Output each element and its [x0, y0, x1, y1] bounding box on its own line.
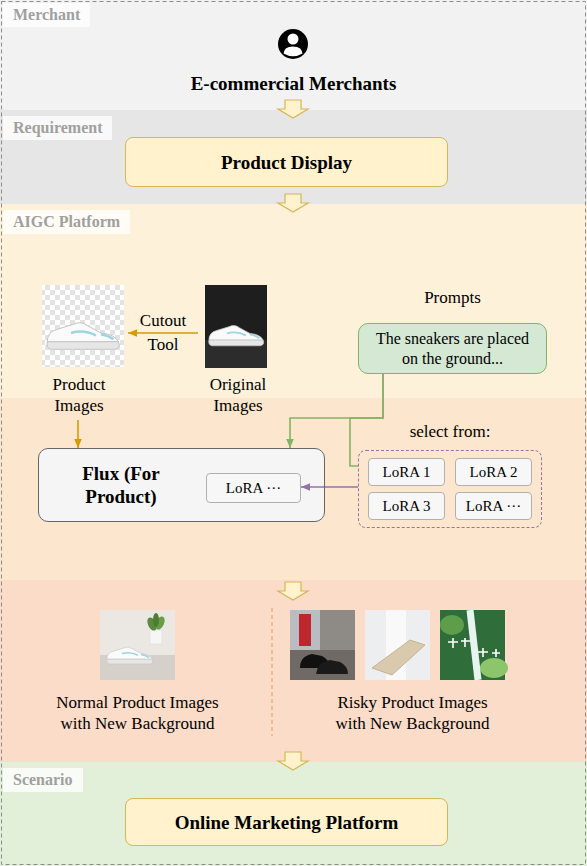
connector — [278, 752, 308, 770]
arrow-head — [128, 329, 137, 337]
process-box: Online Marketing Platform — [125, 798, 448, 846]
lora-group: select from: LoRA 1 LoRA 2 LoRA 3 LoRA ··· — [358, 422, 542, 528]
prompt-box: The sneakers are placed on the ground... — [358, 323, 547, 374]
band-fill — [0, 110, 587, 204]
lora-box: LoRA ··· — [206, 473, 301, 503]
connector — [286, 374, 383, 448]
image-caption: Risky Product Images with New Background — [327, 692, 499, 734]
lora-box: LoRA ··· — [455, 492, 532, 520]
arrow-head — [74, 439, 82, 448]
section-tab: AIGC Platform — [3, 210, 130, 234]
box-label: Product Display — [221, 151, 352, 174]
merchant-name: E-commercial Merchants — [0, 73, 587, 95]
lora-box: LoRA 3 — [368, 492, 445, 520]
original-image-art — [205, 285, 267, 368]
image-figure: Risky Product Images with New Background — [285, 605, 540, 738]
image-figure: Product Images — [30, 283, 128, 420]
model-box-fill — [38, 448, 325, 522]
process-box: Product Display — [125, 137, 448, 187]
connector — [350, 374, 383, 466]
product-image-art — [42, 285, 124, 367]
section-tab: Merchant — [3, 3, 90, 27]
lora-box: LoRA 1 — [368, 458, 445, 486]
prompt-heading: Prompts — [358, 287, 547, 309]
connector-line — [350, 374, 383, 466]
divider-line — [271, 608, 272, 736]
connector — [278, 100, 308, 118]
flow-chevron — [278, 194, 308, 212]
band-fill — [0, 0, 587, 110]
flow-chevron — [278, 100, 308, 118]
flow-chevron — [278, 752, 308, 770]
section-tab: Scenario — [3, 768, 83, 792]
lora-label: LoRA ··· — [466, 497, 521, 515]
connector-line — [128, 332, 198, 334]
section-tab: Requirement — [3, 116, 112, 140]
section-band: ScenarioOnline Marketing Platform — [0, 762, 587, 866]
flow-chevron — [278, 582, 308, 600]
connector-line — [290, 374, 383, 448]
edge-label: Cutout Tool — [133, 309, 193, 357]
model-box: Flux (For Product) LoRA ··· — [38, 448, 325, 522]
section-band: RequirementProduct Display — [0, 110, 587, 204]
box-label: Online Marketing Platform — [175, 811, 399, 834]
image-caption: Product Images — [42, 374, 117, 416]
person-icon — [278, 29, 308, 59]
lora-label: LoRA ··· — [226, 479, 281, 497]
prompt-node: PromptsThe sneakers are placed on the gr… — [358, 287, 547, 374]
image-caption: Normal Product Images with New Backgroun… — [45, 692, 230, 734]
section-band: AIGC PlatformProduct Images Original Imag… — [0, 204, 587, 762]
arrow-head — [286, 439, 294, 448]
normal-image-art — [100, 610, 175, 680]
connector — [74, 420, 82, 448]
group-heading: select from: — [358, 422, 542, 442]
image-caption: Original Images — [201, 374, 276, 416]
risky-image-art — [290, 610, 508, 680]
image-figure: Normal Product Images with New Backgroun… — [45, 605, 230, 738]
band-fill — [0, 580, 587, 762]
connector — [301, 483, 358, 491]
image-figure: Original Images — [198, 283, 278, 420]
prompt-text: The sneakers are placed on the ground... — [359, 326, 546, 372]
lora-box: LoRA 2 — [455, 458, 532, 486]
lora-label: LoRA 1 — [383, 463, 431, 481]
connector — [278, 194, 308, 212]
model-name: Flux (For Product) — [66, 462, 176, 508]
lora-label: LoRA 2 — [470, 463, 518, 481]
band-fill — [0, 398, 587, 580]
section-band: MerchantE-commercial Merchants — [0, 0, 587, 110]
band-fill — [0, 762, 587, 866]
lora-label: LoRA 3 — [383, 497, 431, 515]
arrow-head — [301, 483, 310, 491]
band-fill — [0, 204, 587, 398]
